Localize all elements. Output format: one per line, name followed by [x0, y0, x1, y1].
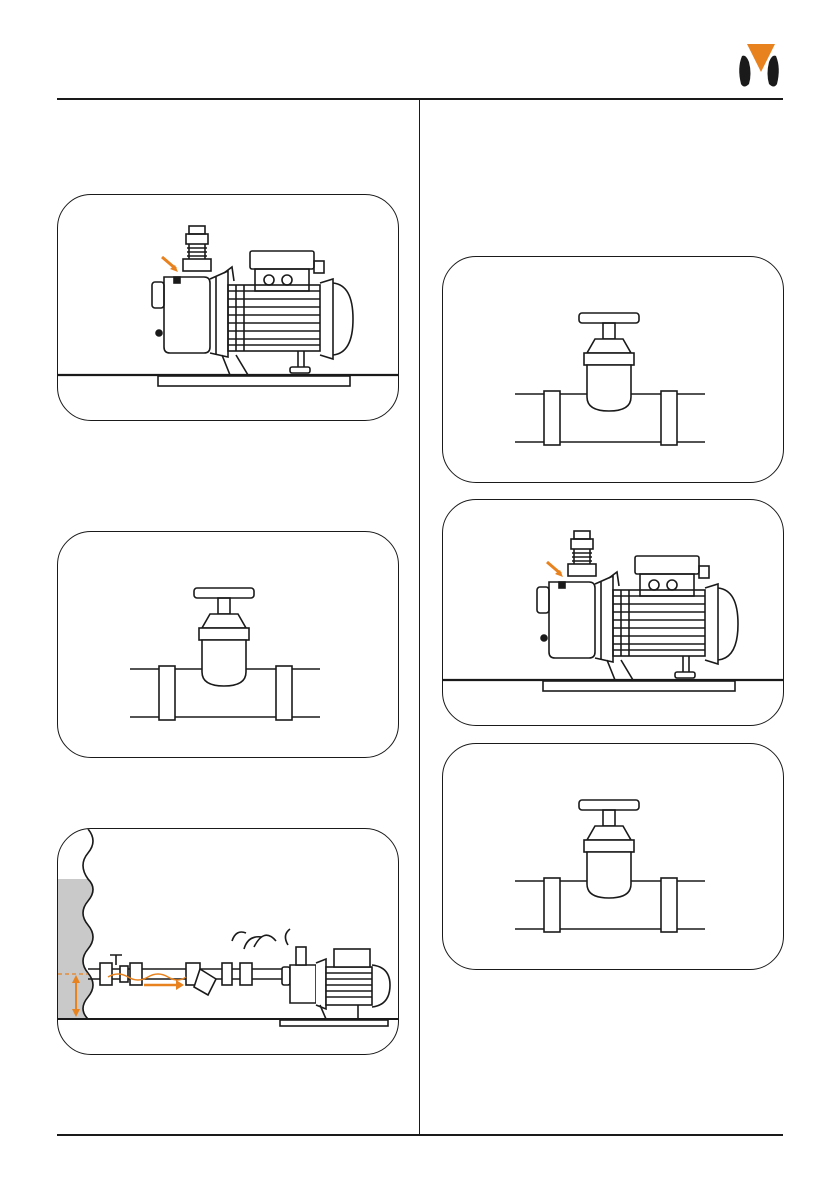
figure-gate-valve-right-top	[442, 256, 784, 483]
footer-rule	[57, 1134, 783, 1136]
figure-pump-fill-plug-right	[442, 499, 784, 726]
figure-gate-valve-right-bottom	[442, 743, 784, 970]
valve-icon	[443, 257, 783, 482]
valve-icon	[443, 744, 783, 969]
installation-icon	[58, 829, 398, 1054]
pump-icon	[58, 195, 398, 420]
pump-icon	[443, 500, 783, 725]
figure-gate-valve-left	[57, 531, 399, 758]
valve-icon	[58, 532, 398, 757]
figure-pump-fill-plug-left	[57, 194, 399, 421]
figure-installation-suction-from-tank	[57, 828, 399, 1055]
brand-logo	[735, 40, 783, 90]
column-divider	[419, 98, 420, 1135]
